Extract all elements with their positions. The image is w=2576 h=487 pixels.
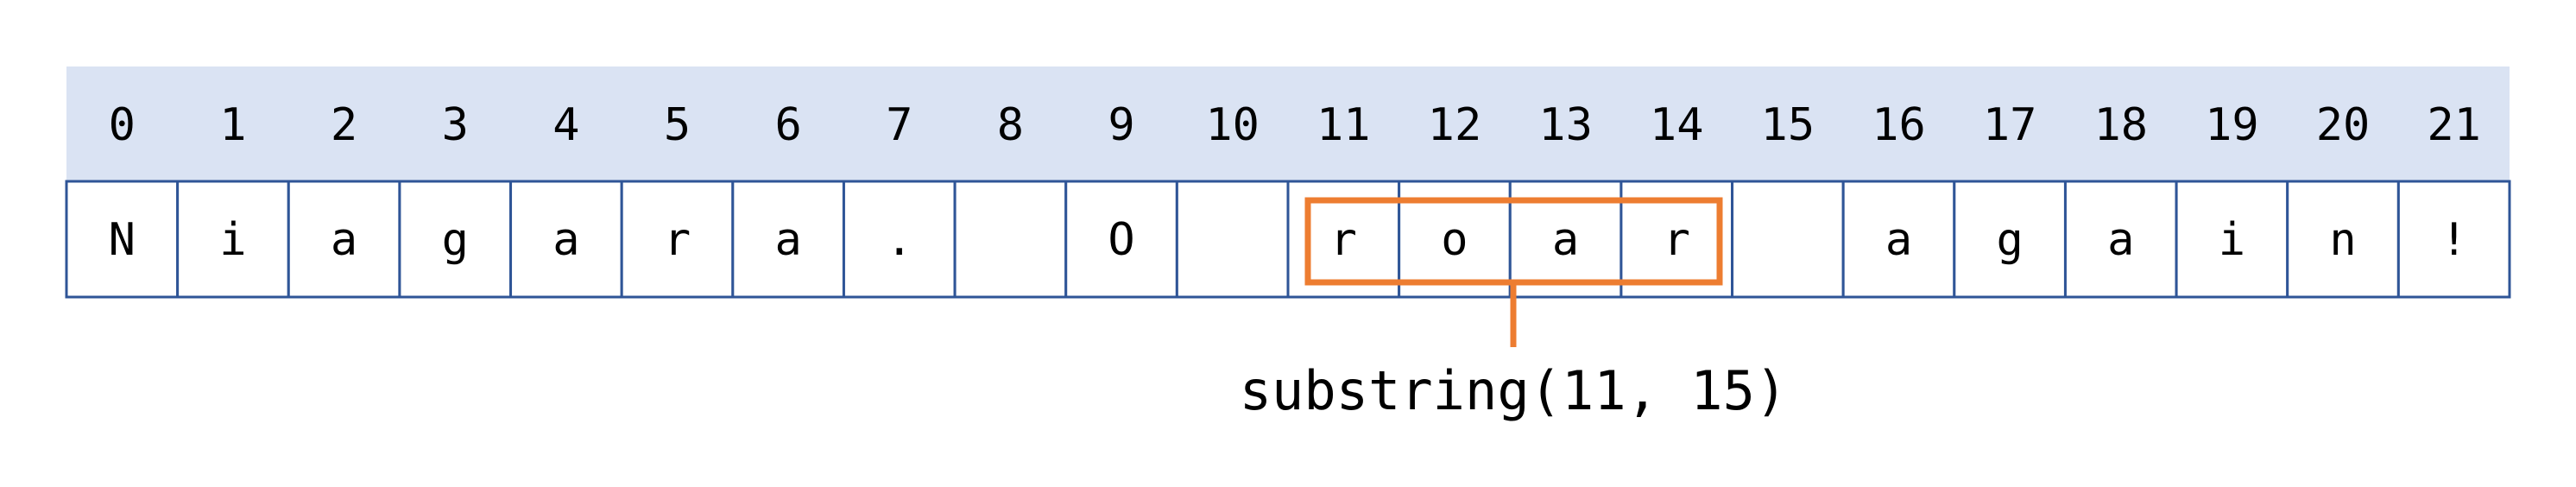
char-cell [1731, 180, 1845, 299]
index-label: 6 [774, 99, 801, 151]
char-value: a [552, 214, 579, 266]
index-label: 9 [1108, 99, 1134, 151]
char-value: g [442, 214, 469, 266]
char-value: . [886, 214, 912, 266]
index-label: 18 [2093, 99, 2148, 151]
char-cell [731, 180, 845, 299]
index-label: 12 [1428, 99, 1482, 151]
char-cell [1953, 180, 2067, 299]
char-value: r [1330, 214, 1357, 266]
index-header-band [66, 66, 2510, 181]
char-value: ! [2440, 214, 2467, 266]
char-cell [509, 180, 623, 299]
char-value: g [1996, 214, 2023, 266]
index-label: 3 [442, 99, 469, 151]
char-value: a [331, 214, 357, 266]
substring-label: substring(11, 15) [1240, 359, 1788, 422]
char-cell [953, 180, 1068, 299]
index-label: 1 [219, 99, 246, 151]
index-label: 5 [664, 99, 691, 151]
char-value: n [2329, 214, 2356, 266]
char-value: a [2107, 214, 2134, 266]
char-value: i [2219, 214, 2245, 266]
index-label: 0 [109, 99, 136, 151]
index-label: 8 [997, 99, 1024, 151]
char-cell [1064, 180, 1178, 299]
char-cell [2063, 180, 2178, 299]
index-label: 16 [1872, 99, 1926, 151]
index-label: 15 [1761, 99, 1815, 151]
index-label: 10 [1205, 99, 1260, 151]
index-label: 19 [2205, 99, 2259, 151]
char-cell [2175, 180, 2289, 299]
index-label: 17 [1983, 99, 2037, 151]
char-cell [287, 180, 401, 299]
index-label: 20 [2316, 99, 2371, 151]
char-value: a [774, 214, 801, 266]
index-label: 4 [552, 99, 579, 151]
char-cell [620, 180, 735, 299]
substring-highlight: substring(11, 15) [1240, 197, 1788, 422]
char-value: a [1885, 214, 1912, 266]
char-cell [398, 180, 513, 299]
char-cell [2396, 180, 2511, 299]
char-value: r [664, 214, 691, 266]
char-value: N [109, 214, 136, 266]
char-cell [1175, 180, 1290, 299]
char-value: a [1552, 214, 1579, 266]
char-cell [1841, 180, 1956, 299]
index-label: 11 [1316, 99, 1371, 151]
index-label: 7 [886, 99, 912, 151]
char-value: o [1441, 214, 1468, 266]
index-label: 2 [331, 99, 357, 151]
char-value: r [1664, 214, 1690, 266]
index-label: 21 [2427, 99, 2481, 151]
index-label: 14 [1650, 99, 1704, 151]
index-label: 13 [1538, 99, 1593, 151]
char-value: i [219, 214, 246, 266]
char-value: O [1108, 214, 1134, 266]
